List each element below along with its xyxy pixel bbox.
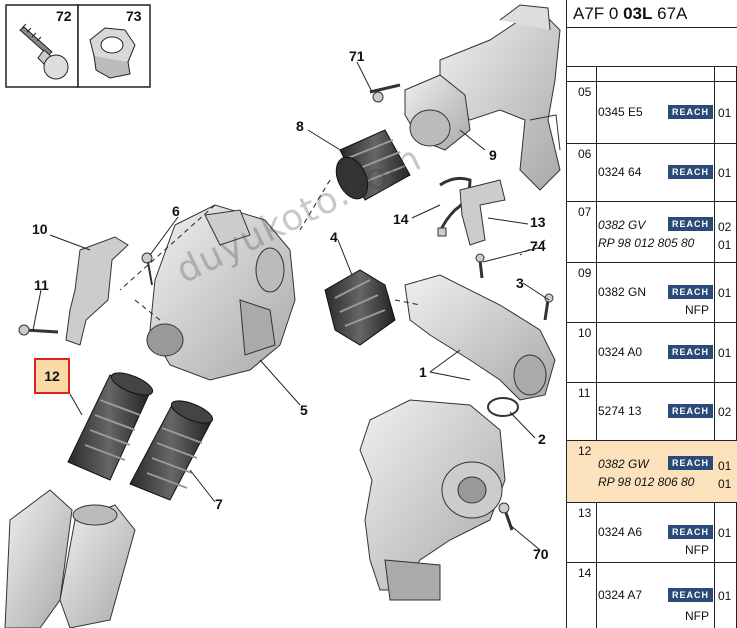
turbocharger-part [359,399,506,601]
hose-12-part [67,372,154,481]
reference-suffix: 67A [652,4,688,23]
nut-73-part [89,27,136,79]
quantity: 01 [718,106,732,120]
row-number: 09 [578,266,592,280]
column-divider-1 [596,66,597,628]
air-pipe-1-part [404,274,556,401]
screw-72-part [19,23,69,80]
reach-badge: REACH [668,105,713,119]
nfp-label: NFP [685,543,709,557]
quantity: 01 [718,286,732,300]
row-number: 13 [578,506,592,520]
part-reference: 0324 A6 [598,525,643,539]
callout-74[interactable]: 74 [530,238,546,254]
part-reference: 0382 GN [598,285,647,299]
part-reference: 0324 64 [598,165,642,179]
callout-72[interactable]: 72 [56,8,72,24]
intake-manifold-part [439,4,561,191]
callout-7[interactable]: 7 [215,496,223,512]
part-reference: 0382 GW [598,457,649,471]
part-reference-secondary: RP 98 012 806 80 [598,475,695,489]
quantity-secondary: 01 [718,238,732,252]
part-reference: 5274 13 [598,404,642,418]
callout-70[interactable]: 70 [533,546,549,562]
parts-list-row[interactable]: 05 0345 E5 REACH 01 [567,81,737,143]
row-number: 12 [578,444,592,458]
quantity: 01 [718,526,732,540]
hose-8-part [335,129,411,201]
reach-badge: REACH [668,345,713,359]
callout-73[interactable]: 73 [126,8,142,24]
part-reference: 0324 A7 [598,588,643,602]
parts-list-row[interactable]: 10 0324 A0 REACH 01 [567,322,737,382]
quantity: 01 [718,346,732,360]
reach-badge: REACH [668,285,713,299]
callout-14[interactable]: 14 [393,211,409,227]
parts-list-panel: A7F 0 03L 67A 05 0345 E5 REACH 01 06 0324 64 R… [567,0,737,628]
callout-3[interactable]: 3 [516,275,524,291]
reach-badge: REACH [668,217,713,231]
hose-7-part [129,400,214,501]
nfp-label: NFP [685,303,709,317]
reach-badge: REACH [668,456,713,470]
parts-list-row[interactable]: 07 0382 GV RP 98 012 805 80 REACH 02 01 [567,201,737,262]
row-number: 10 [578,326,592,340]
callout-5[interactable]: 5 [300,402,308,418]
row-number: 14 [578,566,592,580]
callout-4[interactable]: 4 [330,229,338,245]
quantity: 02 [718,405,732,419]
parts-list-row[interactable]: 06 0324 64 REACH 01 [567,143,737,201]
callout-8[interactable]: 8 [296,118,304,134]
panel-reference: A7F 0 03L 67A [573,4,687,24]
callout-13[interactable]: 13 [530,214,546,230]
reference-bold: 03L [623,4,653,23]
column-divider-2 [714,66,715,628]
nfp-label: NFP [685,609,709,623]
reach-badge: REACH [668,404,713,418]
quantity: 02 [718,220,732,234]
leader-lines [32,61,550,551]
reach-badge: REACH [668,588,713,602]
quantity: 01 [718,589,732,603]
parts-list-row[interactable]: 11 5274 13 REACH 02 [567,382,737,440]
bracket-13-part [459,179,506,246]
part-reference: 0382 GV [598,218,646,232]
callout-2[interactable]: 2 [538,431,546,447]
callout-12-highlighted[interactable]: 12 [34,358,70,394]
parts-list-row[interactable]: 12 0382 GW RP 98 012 806 80 REACH 01 01 [567,440,737,502]
callout-6[interactable]: 6 [172,203,180,219]
callout-1[interactable]: 1 [419,364,427,380]
reach-badge: REACH [668,165,713,179]
callout-71[interactable]: 71 [349,48,365,64]
hose-4-part [324,269,396,346]
quantity: 01 [718,459,732,473]
callout-11[interactable]: 11 [34,277,49,293]
part-reference-secondary: RP 98 012 805 80 [598,236,695,250]
reference-prefix: A7F 0 [573,4,624,23]
callout-10[interactable]: 10 [32,221,48,237]
bracket-10-part [65,236,129,346]
table-top-border [567,66,737,67]
row-number: 11 [578,386,591,400]
exploded-parts-diagram: duyukoto.com 72 73 71 8 9 6 10 4 14 13 7… [4,0,567,628]
throttle-body-5-part [146,204,296,381]
row-number: 07 [578,205,592,219]
part-reference: 0345 E5 [598,105,643,119]
parts-drawing [4,4,561,628]
header-divider [567,27,737,28]
reach-badge: REACH [668,525,713,539]
elbow-9-part [404,74,471,151]
intercooler-pipe-part [4,489,136,628]
quantity: 01 [718,166,732,180]
quantity-secondary: 01 [718,477,732,491]
row-number: 05 [578,85,592,99]
callout-9[interactable]: 9 [489,147,497,163]
row-number: 06 [578,147,592,161]
part-reference: 0324 A0 [598,345,643,359]
